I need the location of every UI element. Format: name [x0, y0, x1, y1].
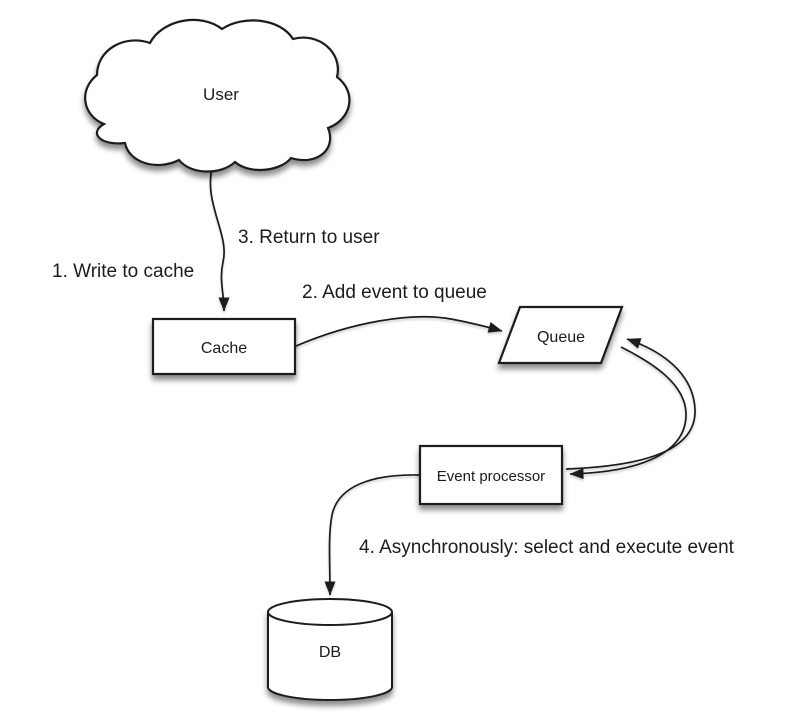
user-node-label: User [203, 85, 239, 104]
queue-parallelogram-shape [497, 305, 624, 365]
diagram-nodes [84, 18, 624, 701]
db-node-label: DB [319, 644, 341, 661]
step2-label: 2. Add event to queue [302, 282, 487, 303]
edge-user-to-cache [209, 163, 230, 312]
edge-event-processor-to-queue [565, 338, 696, 470]
db-cylinder-top [267, 598, 393, 626]
cache-box-shape [151, 317, 297, 376]
step4-label: 4. Asynchronously: select and execute ev… [359, 537, 735, 558]
node-labels: User Cache Queue Event processor DB [201, 85, 585, 661]
step3-label: 3. Return to user [238, 227, 380, 248]
edge-cache-to-queue [295, 315, 503, 347]
cache-node-label: Cache [201, 340, 247, 357]
diagram-edges [209, 163, 696, 596]
db-cylinder-body [267, 612, 393, 701]
step-labels: 1. Write to cache 2. Add event to queue … [52, 227, 735, 558]
db-cylinder-shape [267, 598, 393, 701]
edge-queue-to-event-processor [569, 346, 687, 480]
step1-label: 1. Write to cache [52, 261, 194, 282]
edge-event-processor-to-db [324, 474, 420, 596]
queue-node-label: Queue [537, 329, 585, 346]
event-processor-box-shape [418, 444, 564, 506]
event-processor-node-label: Event processor [437, 468, 545, 485]
user-cloud-shape [84, 18, 351, 173]
